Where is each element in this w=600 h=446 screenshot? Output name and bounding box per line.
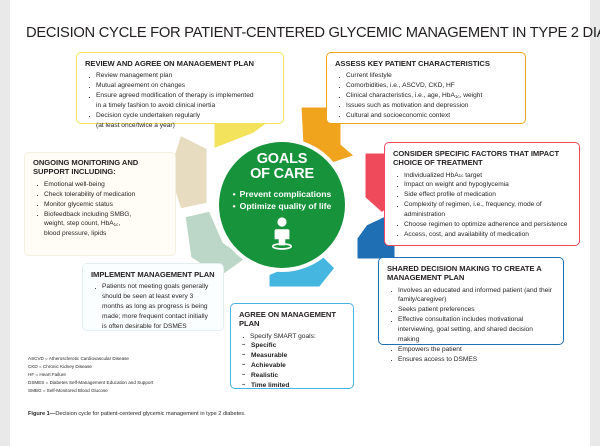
figure-caption-label: Figure 1— (28, 411, 56, 417)
person-icon (271, 217, 293, 251)
smart-goal-item: Specific (239, 341, 345, 351)
list-item: Decision cycle undertaken regularly (85, 110, 275, 123)
smart-goal-item: Measurable (239, 351, 345, 361)
box-agree-list: Specify SMART goals: (239, 331, 345, 344)
box-ongoing-monitoring: ONGOING MONITORING AND SUPPORT INCLUDING… (24, 152, 176, 256)
box-assess-heading: ASSESS KEY PATIENT CHARACTERISTICS (335, 59, 490, 68)
list-item: Comorbidities, i.e., ASCVD, CKD, HF (335, 81, 517, 94)
smart-goal-item: Realistic (239, 371, 345, 381)
smart-goals-list: Specific Measurable Achievable Realistic… (239, 341, 345, 390)
abbreviation-legend: ASCVD = Atherosclerotic Cardiovascular D… (28, 355, 153, 395)
box-monitoring-list: Emotional well-being Check tolerability … (33, 179, 167, 239)
box-assess-list: Current lifestyle Comorbidities, i.e., A… (335, 71, 517, 124)
box-consider-list: Individualized HbA1c target Impact on we… (393, 170, 571, 243)
goals-bullet-text: Optimize quality of life (239, 201, 332, 212)
smart-goal-item: Time limited (239, 381, 345, 391)
list-item: Emotional well-being (33, 179, 167, 192)
heading-line-2: CHOICE OF TREATMENT (393, 158, 483, 168)
goals-title-line-1: GOALS (256, 151, 308, 167)
heading-line-2: MANAGEMENT PLAN (387, 273, 465, 283)
abbreviation-item: SMBG = Self-Monitored Blood Glucose (28, 388, 108, 394)
list-item-continuation: interviewing, goal setting, and shared d… (398, 326, 533, 343)
list-item-continuation: (at least once/twice a year) (96, 121, 175, 129)
goals-bullet-list: •Prevent complications •Optimize quality… (233, 188, 332, 213)
list-item: Biofeedback including SMBG, (33, 209, 167, 222)
figure-caption-text: Decision cycle for patient-centered glyc… (55, 411, 246, 417)
box-shared-list: Involves an educated and informed patien… (387, 285, 555, 368)
abbreviation-item: DSMES = Diabetes Self-Management Educati… (28, 380, 154, 386)
list-item: Complexity of regimen, i.e., frequency, … (393, 200, 571, 220)
list-item: Access, cost, and availability of medica… (393, 229, 571, 242)
list-item: Effective consultation includes motivati… (387, 315, 555, 328)
list-item-continuation: blood pressure, lipids (44, 230, 107, 238)
box-consider-specific-factors: CONSIDER SPECIFIC FACTORS THAT IMPACT CH… (384, 142, 580, 246)
list-item: Current lifestyle (335, 71, 517, 84)
box-consider-heading: CONSIDER SPECIFIC FACTORS THAT IMPACT CH… (393, 149, 571, 168)
list-item: Ensure agreed modification of therapy is… (85, 91, 275, 104)
page-right-margin (590, 0, 600, 446)
goals-title-line-2: OF CARE (250, 165, 314, 182)
box-agree-on-management-plan: AGREE ON MANAGEMENT PLAN Specify SMART g… (230, 303, 354, 390)
abbreviation-item: ASCVD = Atherosclerotic Cardiovascular D… (28, 356, 129, 361)
box-implement-heading: IMPLEMENT MANAGEMENT PLAN (91, 270, 215, 279)
smart-goal-item: Achievable (239, 361, 345, 371)
list-item: Empowers the patient (387, 344, 555, 357)
box-implement-management-plan: IMPLEMENT MANAGEMENT PLAN Patients not m… (82, 263, 224, 331)
list-item: Monitor glycemic status (33, 199, 167, 212)
box-review-list: Review management plan Mutual agreement … (85, 71, 275, 130)
list-item-continuation: in a timely fashion to avoid clinical in… (96, 101, 216, 109)
list-item: Check tolerability of medication (33, 189, 167, 202)
abbreviation-item: HF = Heart Failure (28, 372, 66, 378)
list-item: Individualized HbA1c target (393, 170, 571, 183)
heading-line-1: SHARED DECISION MAKING TO CREATE A (387, 264, 542, 273)
list-item-continuation: family/caregiver) (398, 296, 447, 304)
figure-title: DECISION CYCLE FOR PATIENT-CENTERED GLYC… (26, 24, 600, 41)
box-shared-decision-making: SHARED DECISION MAKING TO CREATE A MANAG… (378, 257, 564, 368)
list-item: Involves an educated and informed patien… (387, 285, 555, 298)
list-item: Issues such as motivation and depression (335, 100, 517, 113)
list-item-continuation: should be seen at least every 3 (102, 293, 194, 301)
goals-of-care-circle: GOALS OF CARE •Prevent complications •Op… (219, 142, 345, 268)
abbreviation-item: CKD = Chronic Kidney Disease (28, 364, 92, 370)
list-item: Review management plan (85, 71, 275, 84)
list-item: Patients not meeting goals generally (91, 282, 215, 295)
list-item: Cultural and socioeconomic context (335, 110, 517, 123)
list-item: Seeks patient preferences (387, 305, 555, 318)
list-item-continuation: weight, step count, HbA1c, (44, 220, 121, 228)
box-agree-heading: AGREE ON MANAGEMENT PLAN (239, 310, 336, 329)
list-item: Impact on weight and hypoglycemia (393, 180, 571, 193)
list-item-continuation: is often desirable for DSMES (102, 322, 187, 330)
list-item: Ensures access to DSMES (387, 354, 555, 367)
goals-bullet-item: •Prevent complications (232, 188, 332, 199)
box-shared-heading: SHARED DECISION MAKING TO CREATE A MANAG… (387, 264, 555, 283)
list-item: Clinical characteristics, i.e., age, HbA… (335, 91, 517, 104)
heading-line-1: CONSIDER SPECIFIC FACTORS THAT IMPACT (393, 149, 560, 158)
list-item: Side effect profile of medication (393, 190, 571, 203)
heading-line-1: ONGOING MONITORING AND (33, 158, 139, 167)
list-item: Choose regimen to optimize adherence and… (393, 219, 571, 232)
box-implement-list: Patients not meeting goals generally sho… (91, 282, 215, 331)
heading-line-2: SUPPORT INCLUDING: (33, 166, 116, 176)
list-item-continuation: months as long as progress is being (102, 303, 208, 311)
list-item: Specify SMART goals: (239, 331, 345, 344)
page-left-margin (0, 0, 10, 446)
list-item-continuation: made; more frequent contact initially (102, 312, 208, 320)
list-item: Mutual agreement on changes (85, 81, 275, 94)
box-review-and-agree: REVIEW AND AGREE ON MANAGEMENT PLAN Revi… (76, 52, 284, 129)
goals-bullet-text: Prevent complications (239, 188, 332, 199)
box-assess-key-patient-characteristics: ASSESS KEY PATIENT CHARACTERISTICS Curre… (326, 52, 526, 124)
box-review-heading: REVIEW AND AGREE ON MANAGEMENT PLAN (85, 59, 254, 68)
box-monitoring-heading: ONGOING MONITORING AND SUPPORT INCLUDING… (33, 158, 167, 177)
figure-caption: Figure 1—Decision cycle for patient-cent… (28, 411, 246, 417)
goals-bullet-item: •Optimize quality of life (232, 201, 332, 212)
